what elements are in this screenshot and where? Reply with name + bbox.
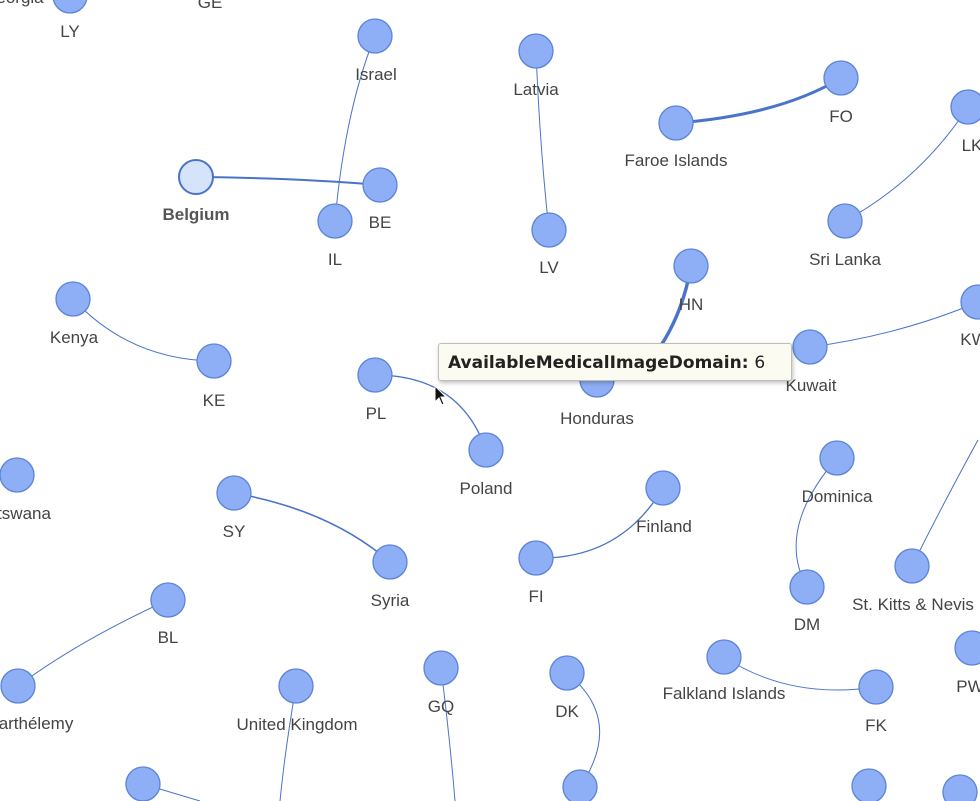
node-falkland[interactable]: [706, 639, 742, 675]
node-botswana[interactable]: [0, 457, 35, 493]
node-fi[interactable]: [518, 540, 554, 576]
label-ly: LY: [60, 22, 80, 41]
node-pl[interactable]: [357, 357, 393, 393]
label-il: IL: [328, 250, 342, 269]
node-be[interactable]: [362, 167, 398, 203]
label-falkland: Falkland Islands: [663, 684, 786, 703]
label-dm: DM: [794, 615, 820, 634]
label-israel: Israel: [355, 65, 397, 84]
label-pw: PW: [956, 677, 980, 696]
tooltip-value: 6: [754, 353, 766, 373]
node-faroe[interactable]: [658, 105, 694, 141]
node-kw[interactable]: [960, 284, 980, 320]
label-bl: BL: [158, 628, 179, 647]
node-israel[interactable]: [357, 18, 393, 54]
edge-latvia-lv: [535, 50, 550, 231]
label-belgium: Belgium: [162, 205, 229, 224]
label-latvia: Latvia: [513, 80, 559, 99]
label-fo: FO: [829, 107, 853, 126]
label-lv: LV: [539, 258, 559, 277]
edge-faroe-fo: [675, 76, 842, 125]
label-dk: DK: [555, 702, 579, 721]
node-bl[interactable]: [150, 582, 186, 618]
label-dominica: Dominica: [802, 487, 873, 506]
node-stkitts[interactable]: [894, 548, 930, 584]
node-bottom-4[interactable]: [942, 774, 978, 801]
node-poland[interactable]: [468, 432, 504, 468]
node-hn[interactable]: [673, 248, 709, 284]
label-ke: KE: [203, 391, 226, 410]
label-kenya: Kenya: [50, 328, 99, 347]
tooltip-key: AvailableMedicalImageDomain: [448, 353, 742, 373]
node-ly[interactable]: [52, 0, 88, 14]
label-pl: PL: [366, 404, 387, 423]
edges: [17, 35, 979, 801]
node-kenya[interactable]: [55, 281, 91, 317]
node-bottom-1[interactable]: [125, 766, 161, 801]
edge-bl-stbarth: [17, 599, 169, 687]
label-hn: HN: [679, 295, 704, 314]
node-kuwait[interactable]: [792, 329, 828, 365]
node-syria[interactable]: [372, 544, 408, 580]
label-georgia: eorgia: [0, 0, 44, 7]
label-faroe: Faroe Islands: [625, 151, 728, 170]
edge-kuwait-kw: [809, 301, 979, 348]
node-fk[interactable]: [858, 669, 894, 705]
edge-sy-syria: [233, 492, 391, 563]
label-sy: SY: [223, 522, 246, 541]
label-be: BE: [369, 213, 392, 232]
label-srilanka: Sri Lanka: [809, 250, 881, 269]
label-fi: FI: [528, 587, 543, 606]
node-lv[interactable]: [531, 212, 567, 248]
node-bottom-3[interactable]: [851, 768, 887, 801]
label-stkitts: St. Kitts & Nevis: [852, 595, 974, 614]
label-kuwait: Kuwait: [785, 376, 836, 395]
node-bottom-2[interactable]: [562, 769, 598, 801]
node-latvia[interactable]: [518, 33, 554, 69]
label-honduras: Honduras: [560, 409, 634, 428]
node-dm[interactable]: [789, 569, 825, 605]
label-gq: GQ: [428, 697, 454, 716]
edge-belgium-be: [195, 176, 381, 186]
node-ke[interactable]: [196, 343, 232, 379]
node-uk[interactable]: [278, 668, 314, 704]
node-tooltip: AvailableMedicalImageDomain: 6: [438, 343, 792, 381]
edge-fi-finland: [535, 487, 664, 559]
label-fk: FK: [865, 716, 887, 735]
mouse-pointer-icon: [434, 385, 448, 406]
label-kw: KW: [960, 330, 980, 349]
node-il[interactable]: [317, 203, 353, 239]
label-poland: Poland: [460, 479, 513, 498]
label-ge: GE: [198, 0, 223, 12]
edge-pl-poland: [374, 374, 487, 451]
tooltip-colon: :: [741, 353, 755, 373]
node-finland[interactable]: [645, 470, 681, 506]
label-finland: Finland: [636, 517, 692, 536]
node-dominica[interactable]: [819, 440, 855, 476]
labels: eorgia GE LY Israel Latvia FO LK Faroe I…: [0, 0, 980, 735]
node-stbarth[interactable]: [0, 668, 36, 704]
label-lk: LK: [962, 136, 980, 155]
edge-kenya-ke: [72, 298, 215, 362]
node-gq[interactable]: [423, 650, 459, 686]
node-belgium[interactable]: [178, 159, 214, 195]
label-uk: United Kingdom: [237, 715, 358, 734]
label-botswana: tswana: [0, 504, 51, 523]
edge-srilanka-lk: [844, 106, 969, 222]
node-pw[interactable]: [954, 630, 980, 666]
edge-gq: [440, 667, 456, 801]
edge-dominica-dm: [795, 457, 838, 588]
node-lk[interactable]: [950, 89, 980, 125]
node-fo[interactable]: [823, 60, 859, 96]
label-stbarth: arthélemy: [0, 714, 74, 733]
edge-stkitts: [911, 439, 979, 567]
edge-falkland-fk: [723, 656, 877, 691]
node-dk[interactable]: [549, 655, 585, 691]
label-syria: Syria: [371, 591, 410, 610]
node-srilanka[interactable]: [827, 203, 863, 239]
node-sy[interactable]: [216, 475, 252, 511]
edge-israel-il: [334, 35, 376, 222]
